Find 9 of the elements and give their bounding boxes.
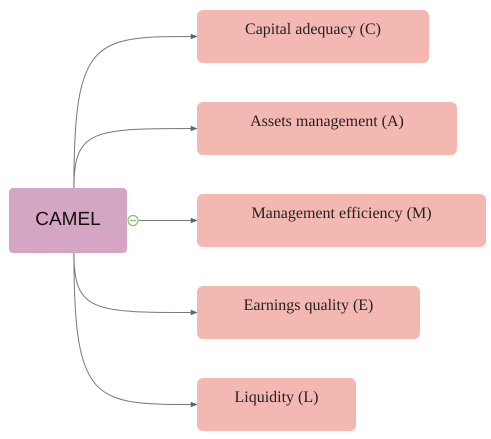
category-box: Assets management (A): [197, 102, 457, 155]
arrow: [73, 252, 198, 408]
category-box: Management efficiency (M): [197, 194, 486, 247]
category-box: Earnings quality (E): [197, 286, 420, 339]
arrow: [138, 218, 198, 224]
category-box: Liquidity (L): [197, 378, 356, 431]
root-box: CAMEL: [9, 188, 127, 253]
category-box: Capital adequacy (C): [197, 10, 429, 63]
arrow: [73, 126, 198, 188]
